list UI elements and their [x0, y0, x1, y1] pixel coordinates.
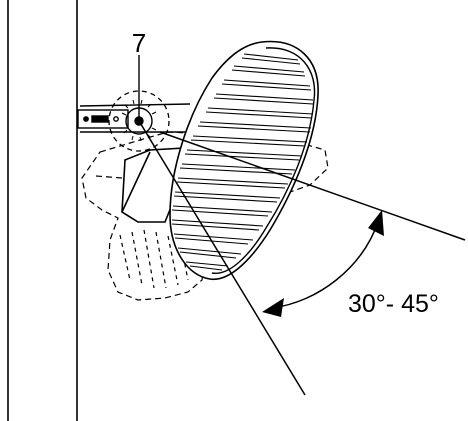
slat [184, 149, 303, 161]
bracket-edge-top [79, 103, 191, 107]
grille-rim [211, 47, 316, 274]
slat [221, 79, 312, 91]
reference-line-tilted [138, 120, 306, 396]
angle-arc [262, 210, 384, 317]
slat [190, 135, 308, 147]
screw-slot [91, 115, 109, 123]
slat [177, 247, 242, 259]
arrowhead-lower [262, 298, 284, 317]
angle-arc-path [271, 221, 379, 309]
joint-highlight-circle [108, 90, 170, 152]
callout-number-7: 7 [132, 28, 146, 58]
wall [7, 0, 78, 421]
slat [173, 191, 281, 203]
angle-lines [138, 120, 466, 396]
slat [205, 107, 314, 119]
slat [176, 177, 289, 189]
reference-line-horizontal [159, 131, 466, 241]
slat [171, 219, 264, 231]
motor-housing-edge [121, 151, 151, 213]
slat [179, 163, 296, 175]
slat [213, 93, 314, 105]
screw-hole-right [113, 116, 119, 122]
arrowhead-upper [368, 210, 384, 236]
fan-grille [169, 40, 319, 281]
grille-slats [171, 53, 314, 271]
fan-head [121, 40, 319, 281]
ghost-grille-hatch [119, 229, 189, 289]
slat [185, 261, 229, 271]
slat [171, 205, 273, 217]
slat [241, 53, 301, 65]
angle-label: 30°- 45° [348, 290, 439, 318]
ghost-head-edge [95, 175, 123, 179]
screw-hole-left [83, 116, 89, 122]
slat [197, 121, 312, 133]
wall-bracket [77, 103, 191, 133]
slat [231, 65, 306, 77]
